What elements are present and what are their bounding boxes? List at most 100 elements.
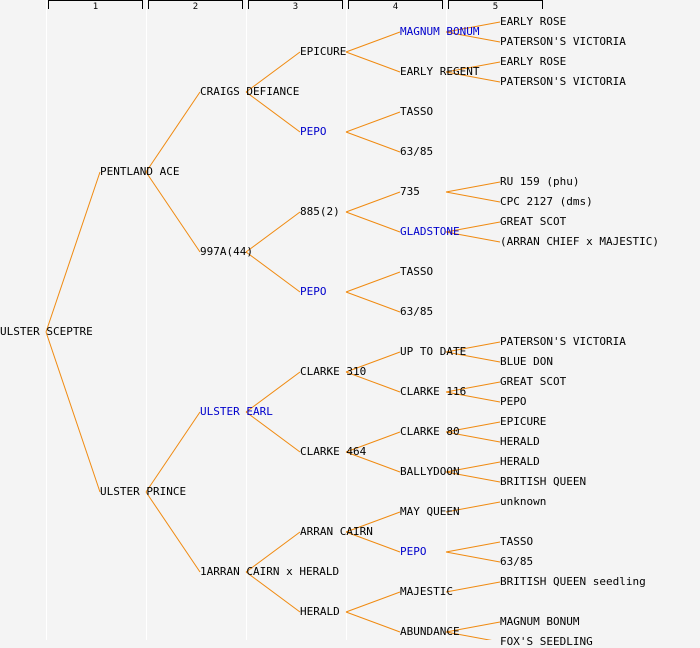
column-separator — [446, 0, 447, 640]
pedigree-node-gen5[interactable]: MAGNUM BONUM — [500, 615, 580, 628]
pedigree-node-gen4[interactable]: MAGNUM BONUM — [400, 25, 480, 38]
pedigree-node-gen3[interactable]: ARRAN CAIRN — [300, 525, 373, 538]
pedigree-link — [445, 541, 501, 553]
pedigree-node-gen4[interactable]: TASSO — [400, 265, 434, 278]
pedigree-link — [345, 351, 401, 373]
pedigree-node-gen2[interactable]: CRAIGS DEFIANCE — [200, 85, 300, 98]
pedigree-node-gen5[interactable]: EARLY ROSE — [500, 55, 567, 68]
pedigree-node-gen5[interactable]: GREAT SCOT — [500, 215, 567, 228]
pedigree-node-gen4[interactable]: 735 — [400, 185, 420, 198]
pedigree-node-gen5[interactable]: BRITISH QUEEN — [500, 475, 587, 488]
pedigree-node-gen4[interactable]: MAY QUEEN — [400, 505, 460, 518]
pedigree-node-gen3[interactable]: PEPO — [300, 285, 327, 298]
pedigree-link — [445, 621, 501, 633]
pedigree-node-gen5[interactable]: CPC 2127 (dms) — [500, 195, 593, 208]
pedigree-node-gen2[interactable]: ULSTER EARL — [200, 405, 273, 418]
pedigree-link — [345, 291, 401, 313]
pedigree-node-gen5[interactable]: BLUE DON — [500, 355, 553, 368]
pedigree-node-gen5[interactable]: EARLY ROSE — [500, 15, 567, 28]
pedigree-node-gen5[interactable]: PATERSON'S VICTORIA — [500, 35, 626, 48]
column-separator — [46, 0, 47, 640]
pedigree-node-gen5[interactable]: TASSO — [500, 535, 534, 548]
pedigree-link — [445, 61, 501, 73]
pedigree-node-gen4[interactable]: TASSO — [400, 105, 434, 118]
pedigree-link — [445, 221, 501, 233]
pedigree-link — [145, 491, 201, 573]
pedigree-link — [345, 431, 401, 453]
pedigree-link — [445, 231, 501, 243]
pedigree-link — [245, 91, 301, 133]
pedigree-link — [445, 351, 501, 363]
pedigree-node-gen5[interactable]: BRITISH QUEEN seedling — [500, 575, 646, 588]
pedigree-link — [345, 511, 401, 533]
column-separator — [246, 0, 247, 640]
pedigree-link — [245, 51, 301, 93]
pedigree-link — [445, 31, 501, 43]
pedigree-link — [245, 571, 301, 613]
pedigree-link — [445, 341, 501, 353]
pedigree-node-gen3[interactable]: 885(2) — [300, 205, 340, 218]
pedigree-node-gen5[interactable]: 63/85 — [500, 555, 534, 568]
pedigree-node-gen0[interactable]: ULSTER SCEPTRE — [0, 325, 93, 338]
pedigree-link — [445, 471, 501, 483]
pedigree-link — [445, 551, 501, 563]
pedigree-node-gen4[interactable]: ABUNDANCE — [400, 625, 460, 638]
generation-header-label: 4 — [392, 2, 399, 12]
pedigree-node-gen4[interactable]: BALLYDOON — [400, 465, 460, 478]
pedigree-node-gen5[interactable]: PATERSON'S VICTORIA — [500, 335, 626, 348]
pedigree-node-gen5[interactable]: GREAT SCOT — [500, 375, 567, 388]
pedigree-node-gen4[interactable]: 63/85 — [400, 305, 434, 318]
pedigree-link — [445, 581, 501, 593]
pedigree-link — [445, 71, 501, 83]
pedigree-node-gen5[interactable]: RU 159 (phu) — [500, 175, 580, 188]
pedigree-node-gen4[interactable]: CLARKE 80 — [400, 425, 460, 438]
generation-header-label: 5 — [492, 2, 499, 12]
pedigree-node-gen5[interactable]: PATERSON'S VICTORIA — [500, 75, 626, 88]
pedigree-node-gen3[interactable]: CLARKE 310 — [300, 365, 367, 378]
pedigree-node-gen4[interactable]: GLADSTONE — [400, 225, 460, 238]
pedigree-link — [345, 271, 401, 293]
pedigree-link — [445, 381, 501, 393]
pedigree-link — [345, 451, 401, 473]
pedigree-link — [345, 591, 401, 613]
pedigree-link — [45, 171, 101, 333]
pedigree-node-gen3[interactable]: EPICURE — [300, 45, 347, 58]
pedigree-link — [245, 211, 301, 253]
pedigree-link — [445, 631, 492, 640]
pedigree-node-gen1[interactable]: PENTLAND ACE — [100, 165, 180, 178]
pedigree-node-gen1[interactable]: ULSTER PRINCE — [100, 485, 187, 498]
pedigree-node-gen4[interactable]: EARLY REGENT — [400, 65, 480, 78]
generation-header-label: 3 — [292, 2, 299, 12]
pedigree-link — [245, 371, 301, 413]
pedigree-node-gen3[interactable]: PEPO — [300, 125, 327, 138]
pedigree-link — [445, 421, 501, 433]
pedigree-link — [345, 191, 401, 213]
pedigree-node-gen2[interactable]: 1ARRAN CAIRN x HERALD — [200, 565, 340, 578]
pedigree-link — [145, 411, 201, 493]
pedigree-link — [245, 251, 301, 293]
column-separator — [346, 0, 347, 640]
pedigree-node-gen3[interactable]: HERALD — [300, 605, 340, 618]
pedigree-node-gen5[interactable]: FOX'S SEEDLING — [500, 635, 593, 648]
pedigree-node-gen5[interactable]: unknown — [500, 495, 547, 508]
pedigree-link — [445, 21, 501, 33]
pedigree-node-gen5[interactable]: HERALD — [500, 435, 540, 448]
generation-header-label: 1 — [92, 2, 99, 12]
pedigree-node-gen4[interactable]: PEPO — [400, 545, 427, 558]
pedigree-node-gen5[interactable]: (ARRAN CHIEF x MAJESTIC) — [500, 235, 659, 248]
pedigree-node-gen3[interactable]: CLARKE 464 — [300, 445, 367, 458]
pedigree-link — [245, 531, 301, 573]
pedigree-node-gen4[interactable]: UP TO DATE — [400, 345, 467, 358]
pedigree-node-gen5[interactable]: HERALD — [500, 455, 540, 468]
generation-header-2: 2 — [148, 0, 243, 12]
pedigree-link — [45, 331, 101, 493]
generation-header-label: 2 — [192, 2, 199, 12]
pedigree-node-gen4[interactable]: MAJESTIC — [400, 585, 453, 598]
pedigree-node-gen4[interactable]: 63/85 — [400, 145, 434, 158]
pedigree-node-gen5[interactable]: PEPO — [500, 395, 527, 408]
pedigree-node-gen5[interactable]: EPICURE — [500, 415, 547, 428]
pedigree-node-gen4[interactable]: CLARKE 116 — [400, 385, 467, 398]
pedigree-node-gen2[interactable]: 997A(44) — [200, 245, 253, 258]
